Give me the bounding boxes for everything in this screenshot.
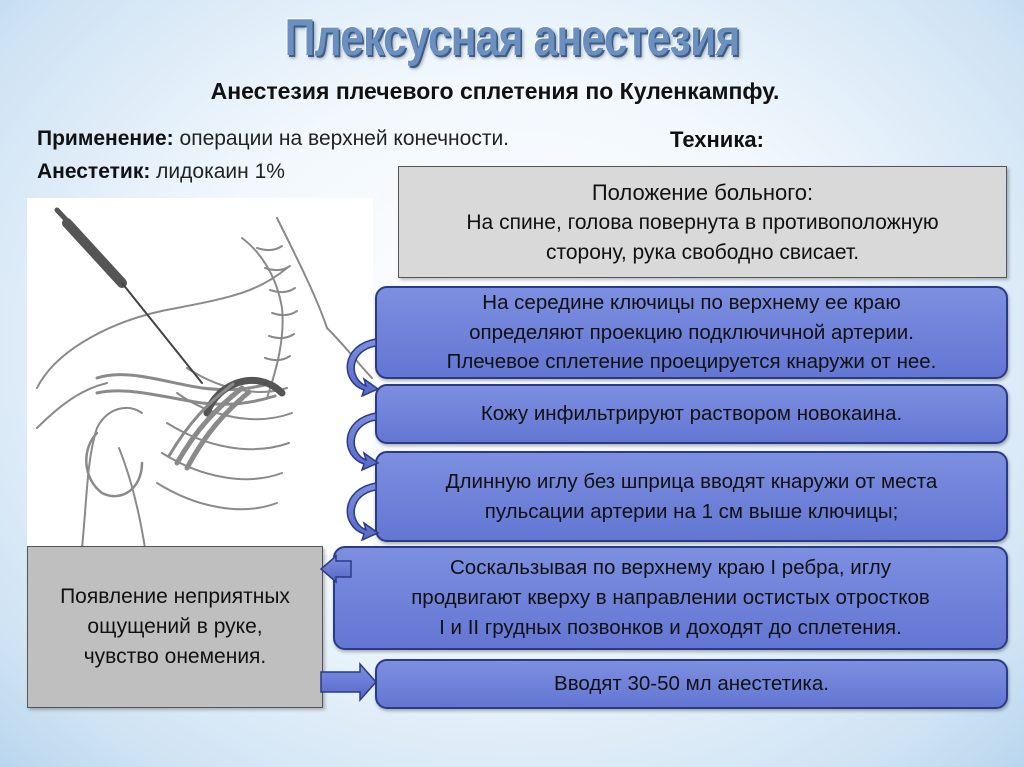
anesthetic-line: Анестетик: лидокаин 1% bbox=[37, 160, 285, 184]
technique-step-1: На середине ключицы по верхнему ее краю … bbox=[375, 286, 1008, 379]
curved-arrow-icon bbox=[346, 482, 380, 542]
sensation-box: Появление неприятных ощущений в руке, чу… bbox=[27, 546, 323, 708]
right-arrow-icon bbox=[320, 662, 378, 702]
technique-step-3: Длинную иглу без шприца вводят кнаружи о… bbox=[375, 451, 1008, 542]
step-4-line-2: продвигают кверху в направлении остистых… bbox=[411, 586, 930, 610]
slide-title: Плексусная анестезия bbox=[284, 9, 741, 67]
anesthetic-value: лидокаин 1% bbox=[150, 160, 285, 183]
step-2-line-1: Кожу инфильтрируют раствором новокаина. bbox=[480, 402, 903, 426]
step-1-line-2: определяют проекцию подключичной артерии… bbox=[469, 320, 914, 344]
left-arrow-icon bbox=[319, 554, 352, 584]
step-3-line-1: Длинную иглу без шприца вводят кнаружи о… bbox=[445, 469, 938, 493]
step-1-line-1: На середине ключицы по верхнему ее краю bbox=[482, 290, 901, 314]
needle-anatomy-drawing bbox=[36, 207, 373, 549]
application-value: операции на верхней конечности. bbox=[173, 127, 510, 150]
patient-position-box: Положение больного: На спине, голова пов… bbox=[398, 166, 1007, 278]
technique-step-5: Вводят 30-50 мл анестетика. bbox=[375, 659, 1008, 709]
step-4-line-1: Соскальзывая по верхнему краю I ребра, и… bbox=[449, 556, 891, 580]
curved-arrow-icon bbox=[346, 412, 380, 472]
sensation-line-3: чувство онемения. bbox=[83, 644, 267, 668]
application-label: Применение: bbox=[37, 127, 174, 150]
technique-step-4: Соскальзывая по верхнему краю I ребра, и… bbox=[333, 546, 1008, 650]
anesthetic-label: Анестетик: bbox=[37, 160, 151, 183]
step-3-line-2: пульсации артерии на 1 см выше ключицы; bbox=[484, 499, 899, 523]
step-4-line-3: I и II грудных позвонков и доходят до сп… bbox=[439, 615, 902, 639]
curved-arrow-icon bbox=[346, 338, 380, 398]
technique-label: Техника: bbox=[670, 127, 764, 152]
step-1-line-3: Плечевое сплетение проецируется кнаружи … bbox=[446, 350, 937, 374]
patient-position-heading: Положение больного: bbox=[591, 180, 814, 205]
sensation-line-1: Появление неприятных bbox=[60, 585, 290, 609]
patient-position-text-2: сторону, рука свободно свисает. bbox=[545, 241, 860, 265]
slide-subtitle: Анестезия плечевого сплетения по Куленка… bbox=[210, 78, 780, 104]
sensation-line-2: ощущений в руке, bbox=[87, 615, 263, 639]
step-5-line-1: Вводят 30-50 мл анестетика. bbox=[554, 672, 829, 696]
technique-step-2: Кожу инфильтрируют раствором новокаина. bbox=[375, 384, 1008, 444]
patient-position-text-1: На спине, голова повернута в противополо… bbox=[466, 211, 939, 235]
anatomy-illustration bbox=[27, 198, 373, 555]
application-line: Применение: операции на верхней конечнос… bbox=[37, 127, 509, 151]
